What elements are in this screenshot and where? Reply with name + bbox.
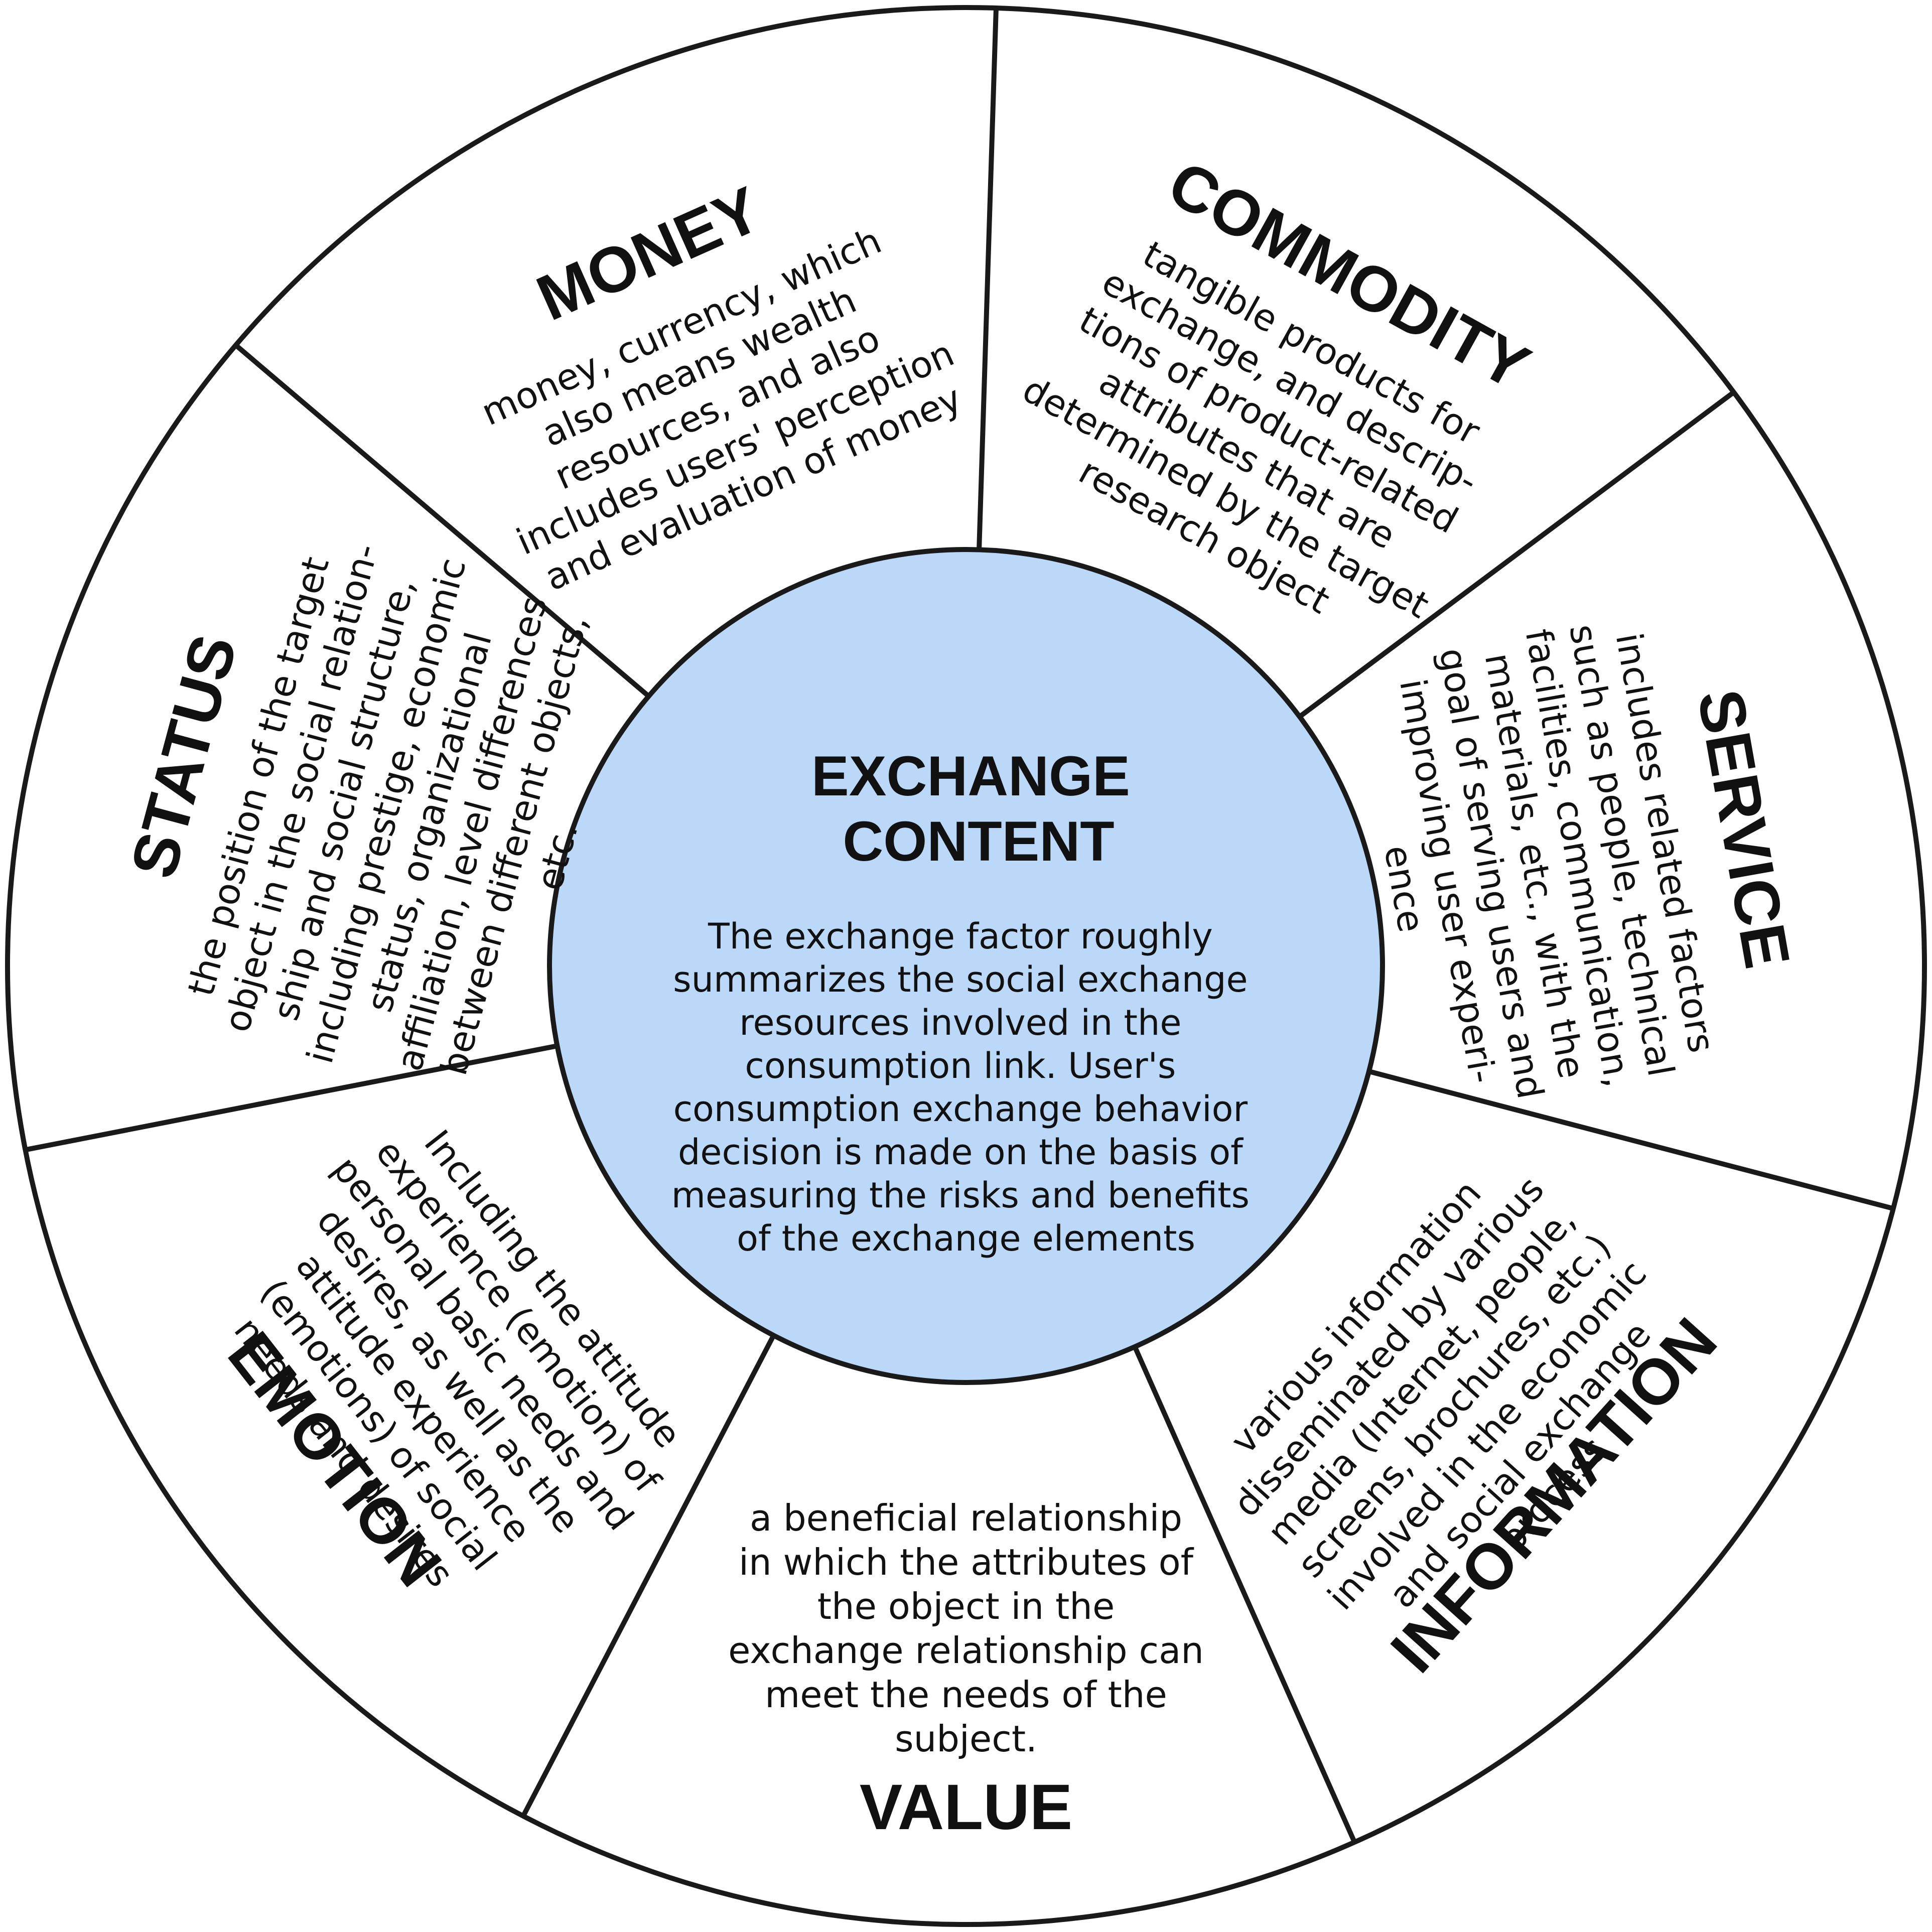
segment-description-line: a beneficial relationship — [750, 1497, 1182, 1539]
center-description-line: consumption link. User's — [745, 1045, 1176, 1086]
center-title-line: CONTENT — [843, 810, 1114, 873]
center-description-line: summarizes the social exchange — [673, 959, 1248, 1000]
segment-description-line: subject. — [895, 1718, 1037, 1760]
center-description-line: decision is made on the basis of — [678, 1132, 1244, 1173]
segment-description-line: the object in the — [817, 1585, 1115, 1627]
center-title: EXCHANGE CONTENT — [811, 745, 1146, 873]
segment-divider — [1132, 1345, 1357, 1844]
center-circle — [547, 547, 1385, 1385]
segment-divider — [234, 343, 650, 699]
segment-divider — [25, 1043, 558, 1153]
segment-dividers — [25, 8, 1894, 1844]
center-description-line: The exchange factor roughly — [708, 916, 1213, 957]
segment-title-value: VALUE — [860, 1771, 1072, 1843]
center-description-line: of the exchange elements — [737, 1218, 1195, 1259]
segment-divider — [977, 8, 999, 550]
segment-description-line: in which the attributes of — [739, 1541, 1194, 1583]
segment-description-line: meet the needs of the — [765, 1674, 1167, 1716]
segment-divider — [1298, 390, 1735, 719]
segment-divider — [1368, 1069, 1894, 1211]
segment-divider — [521, 1334, 776, 1818]
center-description-line: measuring the risks and benefits — [671, 1175, 1250, 1216]
segment-description-emotion: Including the attitudeexperience (emotio… — [185, 1094, 711, 1646]
center-title-line: EXCHANGE — [811, 745, 1130, 807]
segment-description-line: exchange relationship can — [728, 1629, 1204, 1672]
center-description-line: resources involved in the — [739, 1002, 1181, 1043]
center-description: The exchange factor roughly summarizes t… — [671, 916, 1261, 1259]
center-description-line: consumption exchange behavior — [673, 1088, 1248, 1130]
